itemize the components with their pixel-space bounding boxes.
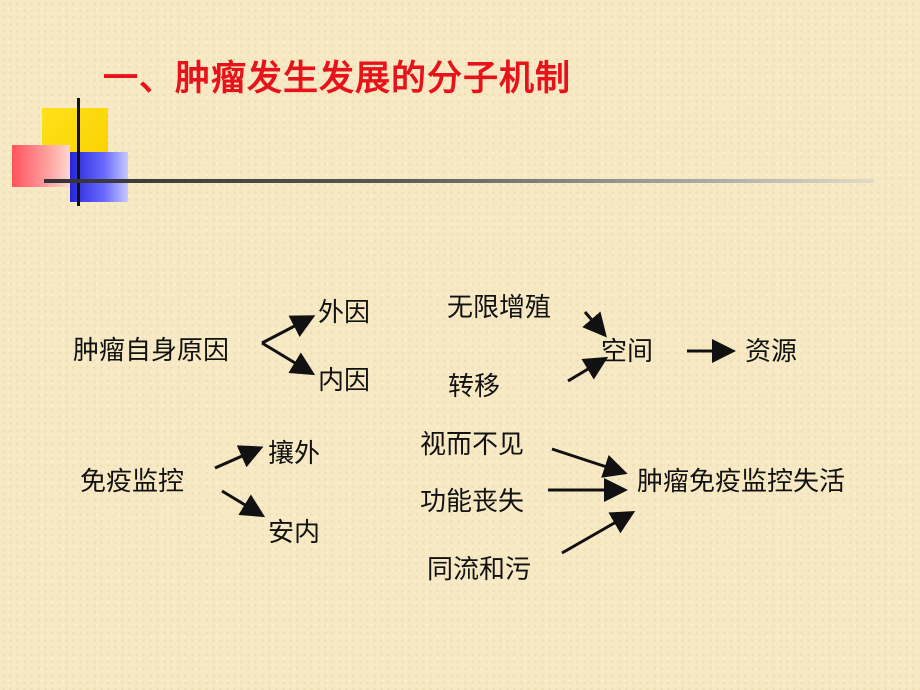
node-immune-surveillance: 免疫监控 bbox=[80, 467, 185, 497]
node-collusion: 同流和污 bbox=[427, 555, 532, 585]
node-ignore: 视而不见 bbox=[420, 430, 525, 460]
node-space: 空间 bbox=[601, 337, 654, 367]
node-expel-external: 攘外 bbox=[268, 439, 321, 469]
arrow-to-external bbox=[261, 315, 316, 345]
arrow-metastasis-to-space bbox=[567, 356, 609, 383]
arrow-to-expel bbox=[214, 445, 264, 470]
decor-vertical-line bbox=[77, 98, 80, 206]
arrow-collusion-to-failure bbox=[561, 511, 636, 555]
slide-title: 一、肿瘤发生发展的分子机制 bbox=[103, 59, 572, 99]
arrow-ignore-to-failure bbox=[551, 447, 628, 478]
arrow-proliferation-to-space bbox=[582, 311, 607, 338]
node-internal-cause: 内因 bbox=[318, 366, 371, 396]
node-immune-failure: 肿瘤免疫监控失活 bbox=[637, 467, 846, 497]
node-function-loss: 功能丧失 bbox=[420, 487, 525, 517]
node-pacify-internal: 安内 bbox=[268, 518, 321, 548]
node-external-cause: 外因 bbox=[318, 298, 371, 328]
arrow-to-internal bbox=[261, 341, 316, 376]
arrow-to-pacify bbox=[221, 489, 266, 518]
node-resources: 资源 bbox=[745, 337, 798, 367]
node-tumor-self-cause: 肿瘤自身原因 bbox=[73, 336, 230, 366]
node-metastasis: 转移 bbox=[448, 372, 501, 402]
title-underline bbox=[44, 179, 874, 183]
node-unlimited-proliferation: 无限增殖 bbox=[447, 293, 552, 323]
